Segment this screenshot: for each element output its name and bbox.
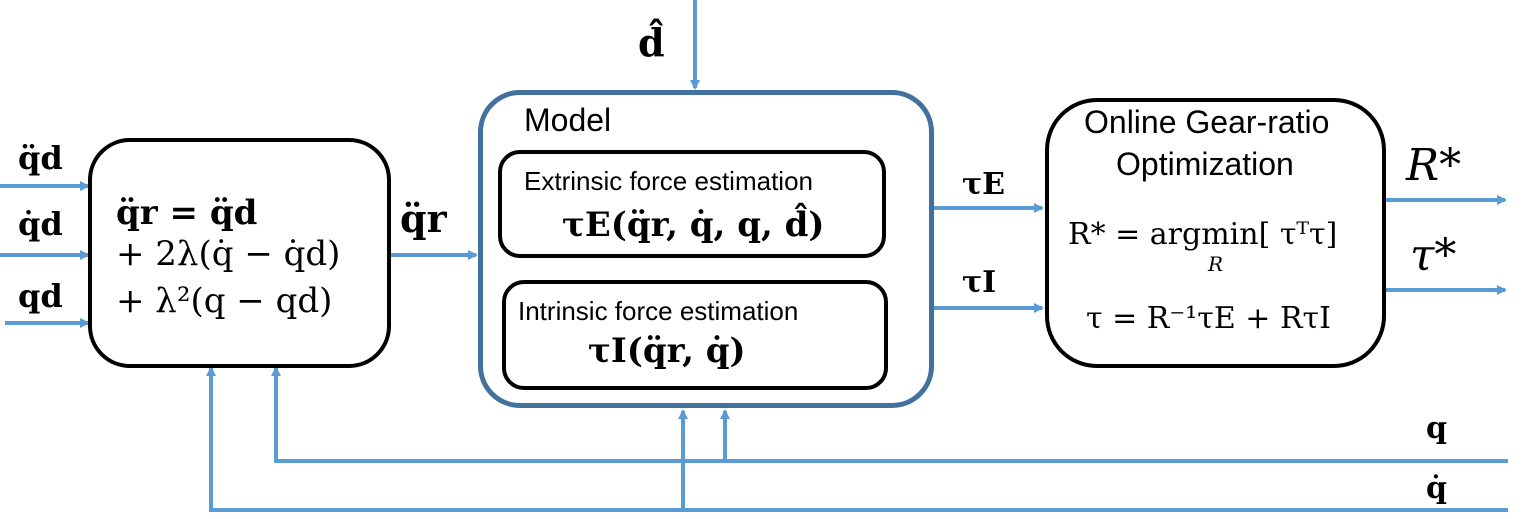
optimizer-equation-1-subscript: R bbox=[1208, 252, 1224, 276]
output-label-tau-star: τ* bbox=[1410, 230, 1457, 281]
extrinsic-label: Extrinsic force estimation bbox=[524, 166, 813, 196]
reference-line-3: + λ²(q − qd) bbox=[116, 281, 333, 321]
optimizer-equation-1: R* = argmin[ τᵀτ] bbox=[1068, 217, 1338, 252]
optimizer-equation-2: τ = R⁻¹τE + RτI bbox=[1086, 301, 1331, 336]
reference-block bbox=[88, 138, 391, 368]
input-label-qdd-d: q̈d bbox=[18, 139, 63, 177]
reference-line-2: + 2λ(q̇ − q̇d) bbox=[116, 234, 341, 274]
intrinsic-block bbox=[502, 280, 888, 390]
input-label-q-d: qd bbox=[18, 277, 63, 315]
signal-label-qdd-r: q̈r bbox=[400, 196, 447, 241]
extrinsic-formula: τE(q̈r, q̇, q, d̂) bbox=[562, 205, 825, 245]
signal-label-q: q bbox=[1426, 411, 1447, 446]
extrinsic-block bbox=[498, 150, 886, 258]
input-label-qd-d: q̇d bbox=[18, 205, 63, 243]
feedback-qdot-line bbox=[206, 366, 1508, 512]
signal-label-tau-i: τI bbox=[962, 265, 997, 300]
optimizer-title-line-2: Optimization bbox=[1116, 146, 1294, 182]
signal-label-q-dot: q̇ bbox=[1426, 471, 1447, 506]
intrinsic-formula: τI(q̈r, q̇) bbox=[588, 331, 746, 371]
optimizer-block bbox=[1045, 98, 1386, 368]
feedback-q-line bbox=[271, 366, 1508, 463]
signal-label-tau-e: τE bbox=[962, 167, 1006, 202]
input-label-d-hat: d̂ bbox=[638, 20, 665, 65]
output-label-r-star: R* bbox=[1406, 140, 1462, 191]
reference-line-1: q̈r = q̈d bbox=[116, 193, 258, 233]
optimizer-title-line-1: Online Gear-ratio bbox=[1084, 104, 1330, 140]
model-title: Model bbox=[524, 102, 612, 138]
intrinsic-label: Intrinsic force estimation bbox=[518, 296, 799, 326]
